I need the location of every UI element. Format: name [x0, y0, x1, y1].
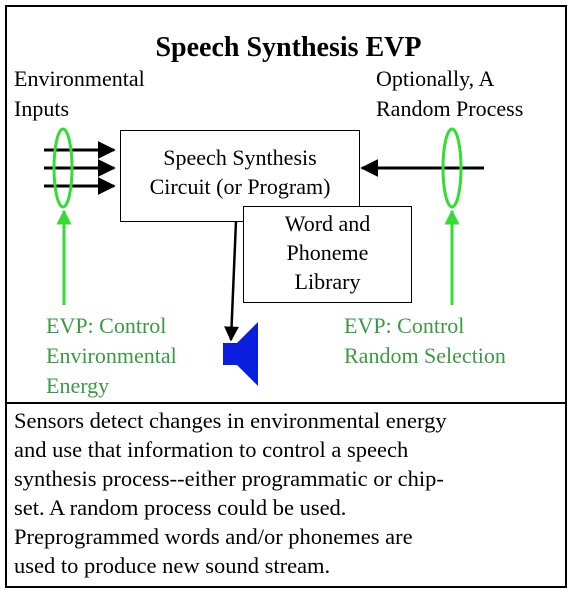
diagram-title: Speech Synthesis EVP: [155, 32, 422, 63]
speaker-icon: [223, 322, 258, 386]
input-sensor-ellipse: [52, 127, 74, 209]
description-text: Sensors detect changes in environmental …: [14, 408, 447, 578]
diagram-frame: [5, 5, 567, 588]
random-sensor-ellipse: [441, 127, 463, 209]
output-arrow: [224, 220, 240, 342]
caption-divider: [5, 402, 567, 404]
